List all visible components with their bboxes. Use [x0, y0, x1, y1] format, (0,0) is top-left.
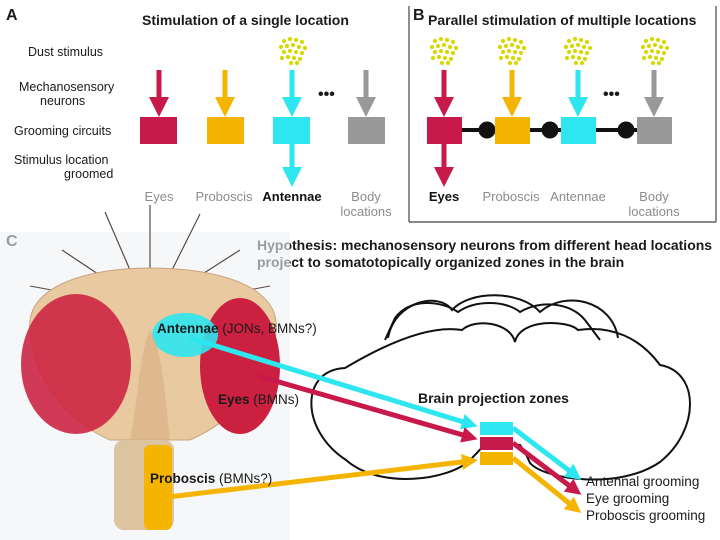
inhibition-node [617, 121, 635, 139]
circuit-box-b-body [637, 117, 672, 144]
projection-arrow-eyes [257, 373, 478, 443]
row-label-dust: Dust stimulus [28, 45, 103, 59]
zone-antennae [480, 422, 513, 435]
circuit-box-b-antennae [561, 117, 596, 144]
dust-icon [278, 36, 308, 66]
panel-b-title: Parallel stimulation of multiple locatio… [428, 12, 697, 28]
label-a-antennae: Antennae [262, 189, 321, 204]
label-b-body-2: locations [628, 204, 680, 219]
brain-zones-title: Brain projection zones [418, 390, 569, 406]
inhibition-node [541, 121, 559, 139]
fly-label-eyes-rest: (BMNs) [250, 392, 300, 407]
fly-label-antennae: Antennae (JONs, BMNs?) [157, 321, 317, 336]
ellipsis-icon: ••• [603, 86, 620, 103]
circuit-box-body [348, 117, 385, 144]
grooming-label-antennal: Antennal grooming [586, 474, 699, 489]
brain-outline [310, 294, 691, 481]
dust-icon [640, 36, 670, 66]
fly-label-antennae-rest: (JONs, BMNs?) [219, 321, 317, 336]
row-label-location-2: groomed [64, 167, 113, 181]
ellipsis-icon: ••• [318, 86, 335, 103]
label-b-antennae: Antennae [550, 189, 606, 204]
label-a-eyes: Eyes [145, 189, 174, 204]
zone-proboscis [480, 452, 513, 465]
label-b-body-1: Body [639, 189, 669, 204]
circuit-box-proboscis [207, 117, 244, 144]
row-label-mech-1: Mechanosensory [19, 80, 115, 94]
panel-b-letter: B [413, 7, 425, 24]
panel-a-title: Stimulation of a single location [142, 12, 349, 28]
grooming-label-proboscis: Proboscis grooming [586, 508, 705, 523]
fly-label-proboscis-rest: (BMNs?) [215, 471, 272, 486]
circuit-box-antennae [273, 117, 310, 144]
projection-arrow-antennae [189, 335, 478, 430]
brain-inner-contour [384, 301, 601, 341]
label-a-body-1: Body [351, 189, 381, 204]
fly-head-illustration [0, 205, 290, 540]
inhibition-node [478, 121, 496, 139]
dust-icon [497, 36, 527, 66]
grooming-label-eye: Eye grooming [586, 491, 669, 506]
hypothesis-line-1: Hypothesis: mechanosensory neurons from … [257, 237, 712, 253]
label-a-body-2: locations [340, 204, 392, 219]
output-arrow-antennal [511, 426, 582, 480]
zone-eyes [480, 437, 513, 450]
fly-label-eyes: Eyes (BMNs) [218, 392, 299, 407]
output-arrow-eye [511, 441, 582, 495]
fly-label-eyes-bold: Eyes [218, 392, 250, 407]
fly-label-antennae-bold: Antennae [157, 321, 219, 336]
hypothesis-line-2: project to somatotopically organized zon… [257, 254, 624, 270]
panel-a-diagram: ••• Eyes Proboscis Antennae Body locatio… [140, 36, 392, 219]
output-arrow-proboscis [511, 456, 582, 514]
row-label-location-1: Stimulus location [14, 153, 109, 167]
label-b-proboscis: Proboscis [482, 189, 540, 204]
dust-icon [563, 36, 593, 66]
projection-arrow-proboscis [167, 454, 478, 500]
label-b-eyes: Eyes [429, 189, 459, 204]
row-label-mech-2: neurons [40, 94, 85, 108]
circuit-box-eyes [140, 117, 177, 144]
circuit-box-b-proboscis [495, 117, 530, 144]
fly-label-proboscis: Proboscis (BMNs?) [150, 471, 272, 486]
panel-b-diagram: ••• Eyes Proboscis Antennae Body locatio… [427, 36, 680, 219]
row-label-circuits: Grooming circuits [14, 124, 111, 138]
panel-a-letter: A [6, 7, 18, 24]
circuit-box-b-eyes [427, 117, 462, 144]
label-a-proboscis: Proboscis [195, 189, 253, 204]
fly-label-proboscis-bold: Proboscis [150, 471, 215, 486]
dust-icon [429, 36, 459, 66]
